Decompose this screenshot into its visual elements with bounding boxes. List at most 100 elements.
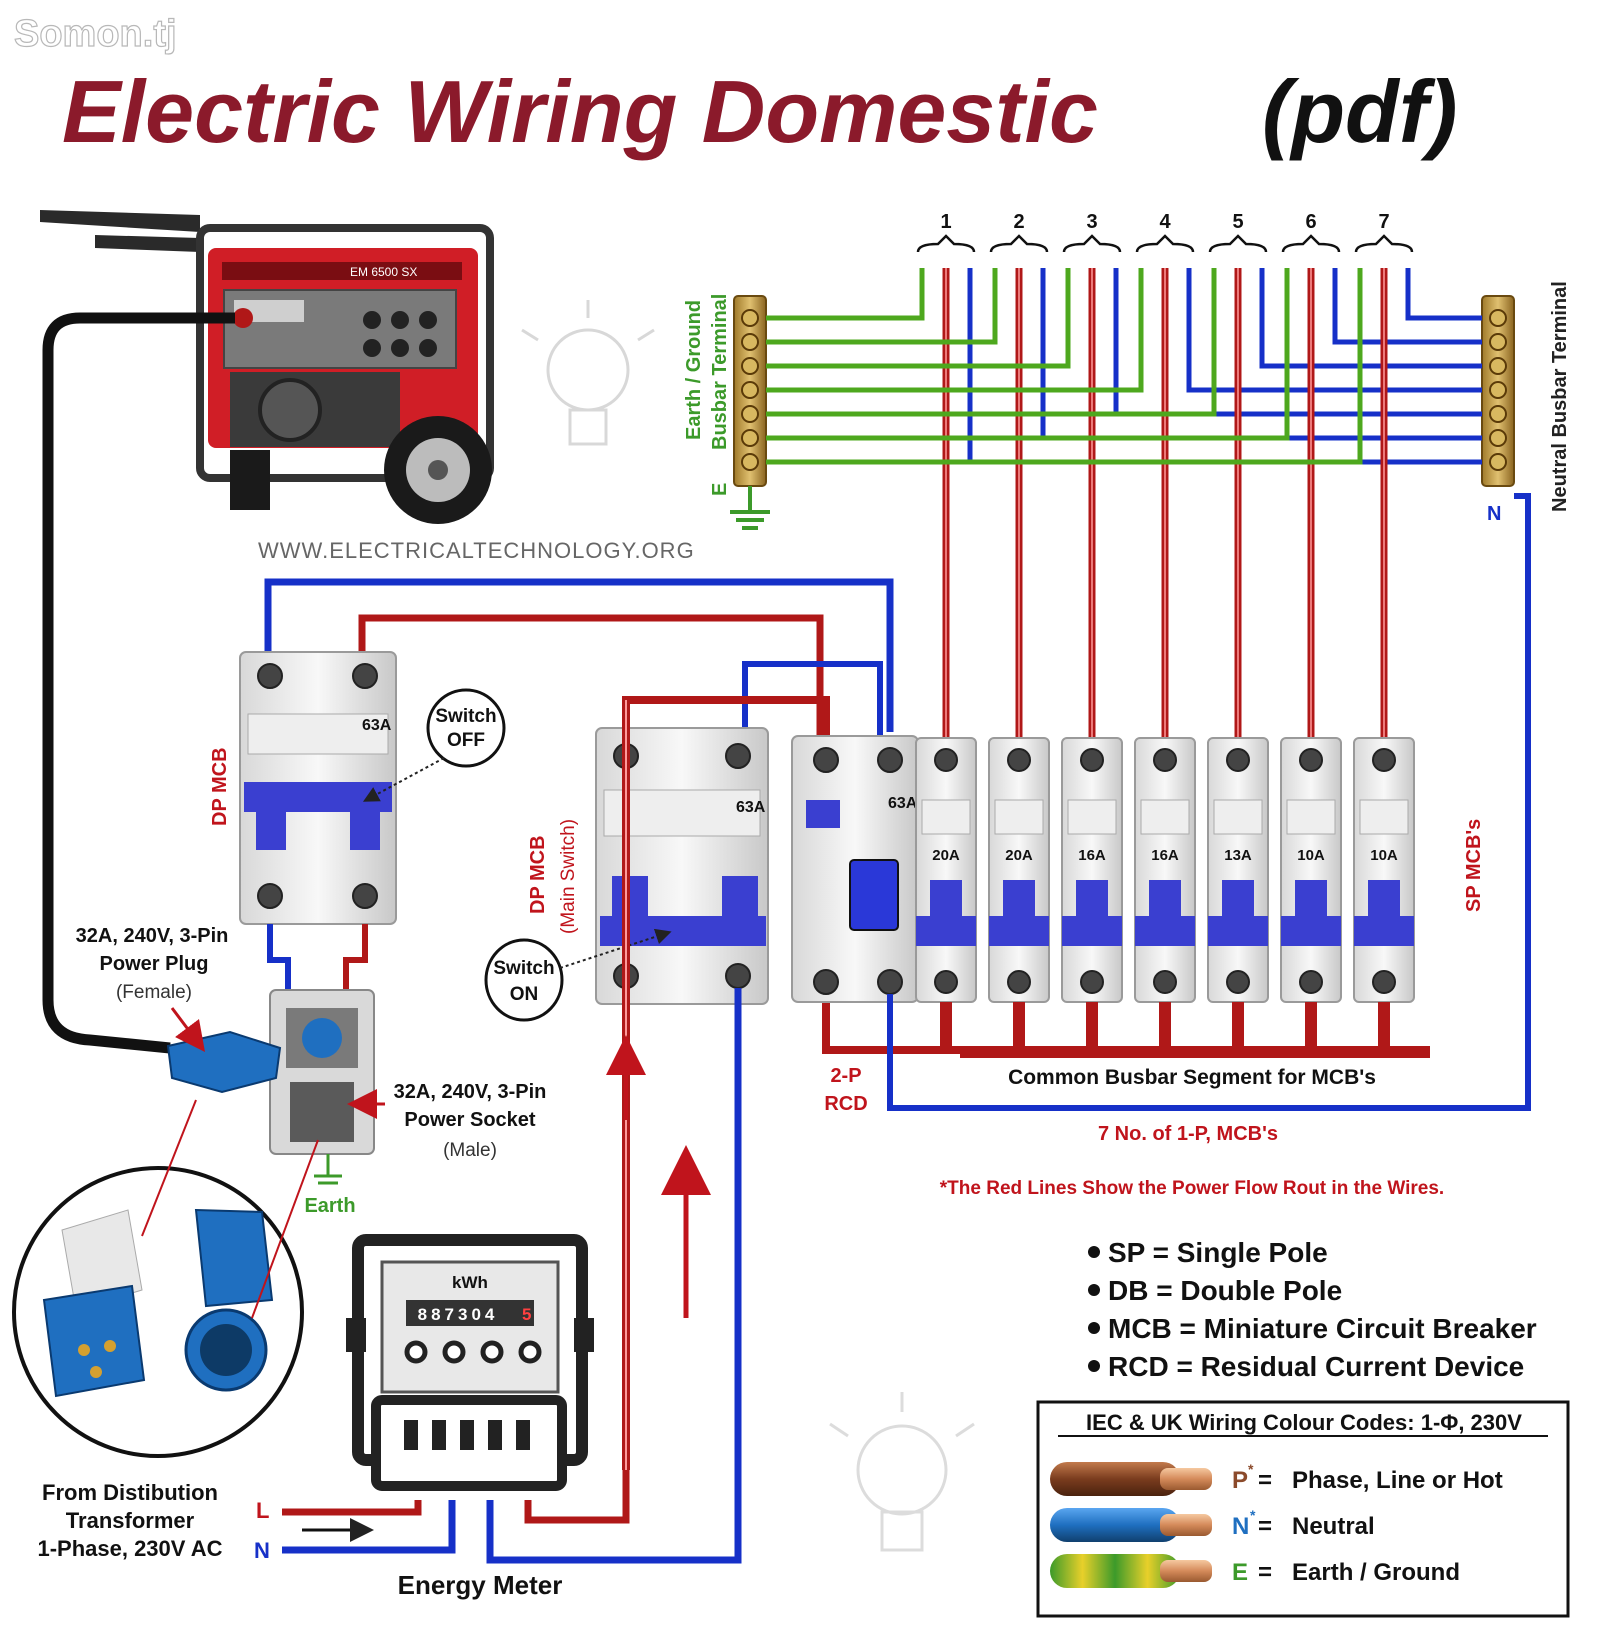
sp-mcb[interactable]: 20A [988,737,1050,1050]
sp-mcb[interactable]: 10A [1280,737,1342,1050]
supply-N-label: N [254,1538,270,1563]
circuit-brace [1354,234,1414,253]
switch-on-line1: Switch [493,958,554,979]
socket-label-line1: 32A, 240V, 3-Pin [394,1081,547,1103]
phase-wire [358,614,824,760]
circuit-brace [916,234,976,253]
busbar-pin [1305,1002,1317,1050]
busbar-screw [741,429,759,447]
sp-mcb-toggle [1003,880,1035,916]
terminal-screw [1372,970,1396,994]
terminal-screw [1153,970,1177,994]
meter-reading-last-digit: 5 [522,1305,531,1324]
supply-label-line2: Transformer [66,1508,195,1533]
sp-mcb-body [1353,737,1415,1003]
sp-mcb-rating: 13A [1224,847,1252,864]
busbar-screw [1489,453,1507,471]
lightbulb-icon [521,300,655,446]
sp-mcb-face [1359,799,1409,835]
colour-code-N-text: Neutral [1292,1513,1375,1540]
sp-mcb[interactable]: 16A [1134,737,1196,1050]
terminal-screw [1007,970,1031,994]
switch-off-line2: OFF [447,730,485,751]
sp-mcb-toggle [1295,880,1327,916]
circuit-brace [1135,234,1195,253]
colour-code-eq: = [1258,1559,1272,1586]
busbar-screw [1489,381,1507,399]
sp-mcb-band [916,916,976,946]
colour-code-legend [1036,1400,1570,1618]
sp-mcb-band [989,916,1049,946]
phase-wire [524,1470,630,1524]
plug-label-line3: (Female) [116,982,192,1003]
supply-label-line3: 1-Phase, 230V AC [37,1536,222,1561]
rcd[interactable] [791,735,919,1003]
plug-label-line1: 32A, 240V, 3-Pin [76,925,229,947]
earth-wire [766,268,998,345]
switch-on-callout [484,928,672,1022]
busbar-screw [1489,309,1507,327]
earth-wire [766,268,1144,393]
sp-mcb[interactable]: 20A [915,737,977,1050]
sp-mcb-rating: 20A [932,847,960,864]
sp-mcb-toggle [1368,880,1400,916]
earth-wire [766,268,1363,465]
sp-mcb-face [994,799,1044,835]
neutral-wire [742,661,883,755]
page-title-suffix: (pdf) [1262,62,1457,161]
plug-socket-closeup [12,1099,319,1458]
rcd-rating: 63A [888,795,918,812]
generator: EM 6500 SX [40,210,494,524]
terminal-screw [1299,970,1323,994]
sp-mcb-face [1286,799,1336,835]
power-plug [166,1030,282,1094]
circuit-number: 5 [1232,211,1243,233]
busbar-screw [741,333,759,351]
sp-mcb[interactable]: 16A [1061,737,1123,1050]
terminal-screw [934,748,958,772]
terminal-screw [1080,748,1104,772]
rcd-label-line2: RCD [824,1093,867,1115]
circuit-brace [989,234,1049,253]
site-url: WWW.ELECTRICALTECHNOLOGY.ORG [258,538,695,563]
busbar-screw [1489,333,1507,351]
phase-wire [343,924,368,990]
sp-mcb-band [1281,916,1341,946]
sp-mcb-rating: 20A [1005,847,1033,864]
colour-code-P-sup: * [1248,1461,1254,1477]
page-title: Electric Wiring Domestic [62,62,1098,161]
sp-mcb-toggle [1222,880,1254,916]
sp-mcb-body [1280,737,1342,1003]
watermark: Somon.tj [14,13,177,55]
dp-mcb-left[interactable] [239,651,397,925]
dp-mcb-main[interactable] [595,727,769,1005]
neutral-busbar-label: Neutral Busbar Terminal [1549,281,1571,512]
sp-mcb-toggle [930,880,962,916]
busbar-pin [1159,1002,1171,1050]
sp-mcb[interactable]: 13A [1207,737,1269,1050]
circuit-brace [1062,234,1122,253]
sp-mcb-body [1061,737,1123,1003]
circuit-number: 3 [1086,211,1097,233]
colour-code-eq: = [1258,1467,1272,1494]
neutral-busbar-marker: N [1487,503,1501,525]
sp-mcb[interactable]: 10A [1353,737,1415,1050]
terminal-screw [934,970,958,994]
terminal-screw [1080,970,1104,994]
earth-wire [766,268,925,321]
sp-mcb-face [921,799,971,835]
circuit-number: 6 [1305,211,1316,233]
colour-code-P: P [1232,1467,1248,1494]
power-flow-note: *The Red Lines Show the Power Flow Rout … [940,1178,1444,1199]
neutral-wire [1405,268,1482,321]
neutral-wire [1332,268,1482,345]
sp-mcb-body [988,737,1050,1003]
earth-wire [766,268,1290,441]
busbar-screw [741,405,759,423]
earth-label: Earth [304,1195,355,1217]
sp-mcb-toggle [1149,880,1181,916]
meter-reading: 887304 [418,1305,499,1324]
terminal-screw [1007,748,1031,772]
